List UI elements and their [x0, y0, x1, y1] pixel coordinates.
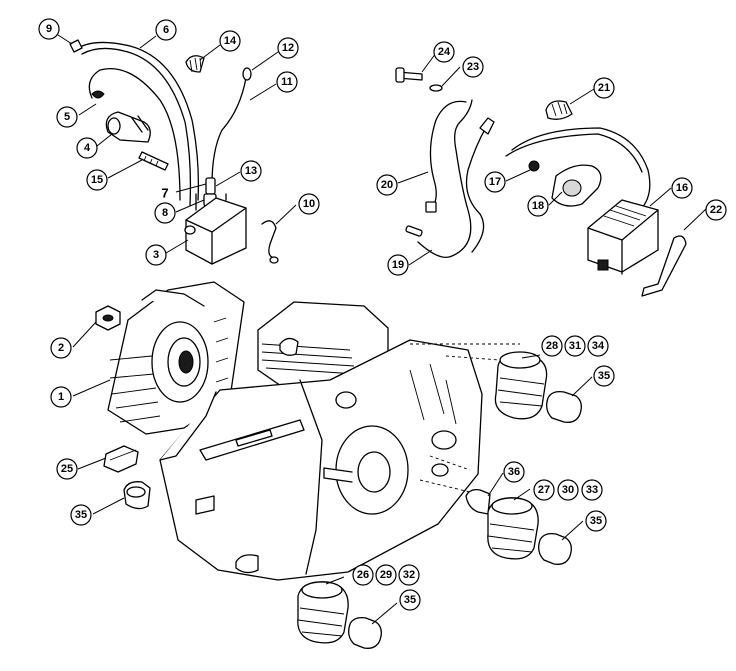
callout-5: 5 [56, 106, 78, 128]
ignition-module-group [69, 39, 279, 265]
callout-group-27-30-33: 27 30 33 [533, 479, 603, 501]
callout-21: 21 [593, 77, 615, 99]
callout-8: 8 [154, 202, 176, 224]
svg-text:27: 27 [538, 484, 550, 496]
callout-16: 16 [671, 177, 693, 199]
svg-text:35: 35 [590, 515, 602, 527]
svg-text:4: 4 [84, 142, 91, 154]
annular-buffer-upper [494, 351, 548, 420]
svg-text:3: 3 [153, 249, 159, 261]
svg-text:16: 16 [676, 182, 688, 194]
annular-buffer-lower [297, 581, 349, 644]
svg-text:11: 11 [281, 76, 293, 88]
svg-text:14: 14 [224, 35, 237, 47]
callout-19: 19 [387, 254, 409, 276]
svg-text:24: 24 [438, 46, 451, 58]
svg-text:8: 8 [162, 207, 168, 219]
annular-buffer-middle [487, 497, 539, 560]
callout-35-left: 35 [70, 504, 92, 526]
callout-group-26-29-32: 26 29 32 [352, 564, 420, 586]
end-plug-middle [538, 532, 572, 565]
svg-text:23: 23 [467, 61, 479, 73]
svg-text:2: 2 [58, 342, 64, 354]
svg-text:34: 34 [592, 340, 605, 352]
svg-text:29: 29 [380, 569, 392, 581]
svg-text:13: 13 [245, 165, 257, 177]
callout-35-upper: 35 [593, 365, 615, 387]
svg-text:26: 26 [357, 569, 369, 581]
svg-text:25: 25 [61, 463, 73, 475]
callout-20: 20 [376, 174, 398, 196]
end-plug-lower [348, 616, 382, 649]
svg-text:1: 1 [58, 391, 64, 403]
svg-text:21: 21 [598, 82, 610, 94]
callout-35-lower: 35 [399, 589, 421, 611]
callout-12: 12 [277, 37, 299, 59]
callout-24: 24 [433, 41, 455, 63]
svg-text:18: 18 [532, 200, 544, 212]
callout-23: 23 [462, 56, 484, 78]
callout-1: 1 [50, 386, 72, 408]
callout-6: 6 [155, 19, 177, 41]
flywheel-group [95, 281, 245, 435]
svg-text:32: 32 [403, 569, 415, 581]
svg-text:10: 10 [303, 198, 315, 210]
callout-11: 11 [276, 71, 298, 93]
callout-15: 15 [86, 169, 108, 191]
svg-text:19: 19 [392, 259, 404, 271]
callout-9: 9 [38, 18, 60, 40]
svg-text:35: 35 [598, 370, 610, 382]
svg-text:12: 12 [282, 42, 294, 54]
ignition-module-group-2 [395, 67, 687, 297]
svg-text:7: 7 [161, 186, 168, 201]
end-plug-upper [546, 390, 582, 423]
callout-13: 13 [240, 160, 262, 182]
svg-text:17: 17 [489, 176, 501, 188]
callout-35-middle: 35 [585, 510, 607, 532]
svg-text:6: 6 [163, 24, 169, 36]
svg-text:35: 35 [404, 594, 416, 606]
callout-4: 4 [76, 137, 98, 159]
callout-10: 10 [298, 193, 320, 215]
callout-2: 2 [50, 337, 72, 359]
engine-housing [159, 301, 520, 581]
callout-17: 17 [484, 171, 506, 193]
leader-lines [57, 34, 707, 625]
svg-text:30: 30 [562, 484, 574, 496]
svg-text:35: 35 [75, 509, 87, 521]
svg-text:15: 15 [91, 174, 103, 186]
callout-36: 36 [503, 461, 525, 483]
callout-25: 25 [56, 458, 78, 480]
svg-text:20: 20 [381, 179, 393, 191]
svg-text:33: 33 [586, 484, 598, 496]
svg-text:28: 28 [546, 340, 558, 352]
filter-25 [103, 445, 139, 473]
svg-text:5: 5 [64, 111, 70, 123]
svg-text:9: 9 [46, 23, 52, 35]
svg-text:36: 36 [508, 466, 520, 478]
svg-text:22: 22 [710, 204, 722, 216]
callout-22: 22 [705, 199, 727, 221]
callout-14: 14 [219, 30, 241, 52]
label-7: 7 [161, 186, 168, 201]
buffer-plug-left [123, 481, 151, 510]
callout-group-28-31-34: 28 31 34 [541, 335, 609, 357]
sleeve-36 [465, 488, 491, 515]
callout-3: 3 [145, 244, 167, 266]
svg-text:31: 31 [569, 340, 581, 352]
callout-18: 18 [527, 195, 549, 217]
